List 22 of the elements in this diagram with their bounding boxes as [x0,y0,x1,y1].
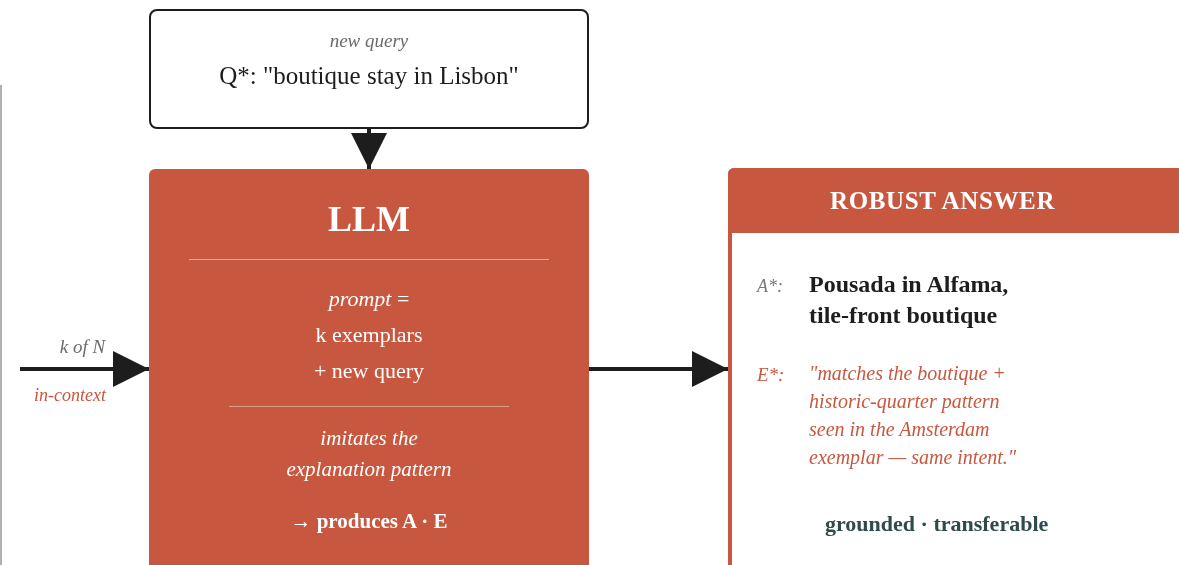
edge-label: k of N [59,337,106,356]
model-title: LLM [328,201,410,237]
model-box [149,169,589,565]
query-text: Q*: "boutique stay in Lisbon" [219,61,519,91]
prompt-part: k exemplars [315,324,423,346]
query-caption: new query [329,31,409,50]
output-text: → produces A · E [290,511,448,532]
answer-text: Pousada in Alfama, tile-front boutique [809,270,1010,330]
query-box [149,9,589,129]
arrow [351,129,387,169]
prompt-label: prompt = [328,288,410,310]
explanation-marker: E*: [757,363,786,387]
prompt-part: + new query [313,360,425,382]
quality-tagline: grounded · transferable [825,510,1050,538]
explanation-quote: "matches the boutique + historic-quarter pattern seen in the Amsterdam exemplar — same intent." [809,361,1018,471]
answer-panel [728,168,1179,565]
panel-title: ROBUST ANSWER [830,185,1056,216]
arrow [20,351,149,387]
edge-note: in-context [34,386,106,404]
behavior-text: imitates the explanation pattern [285,425,453,483]
answer-marker: A*: [757,275,784,298]
arrow [589,351,728,387]
